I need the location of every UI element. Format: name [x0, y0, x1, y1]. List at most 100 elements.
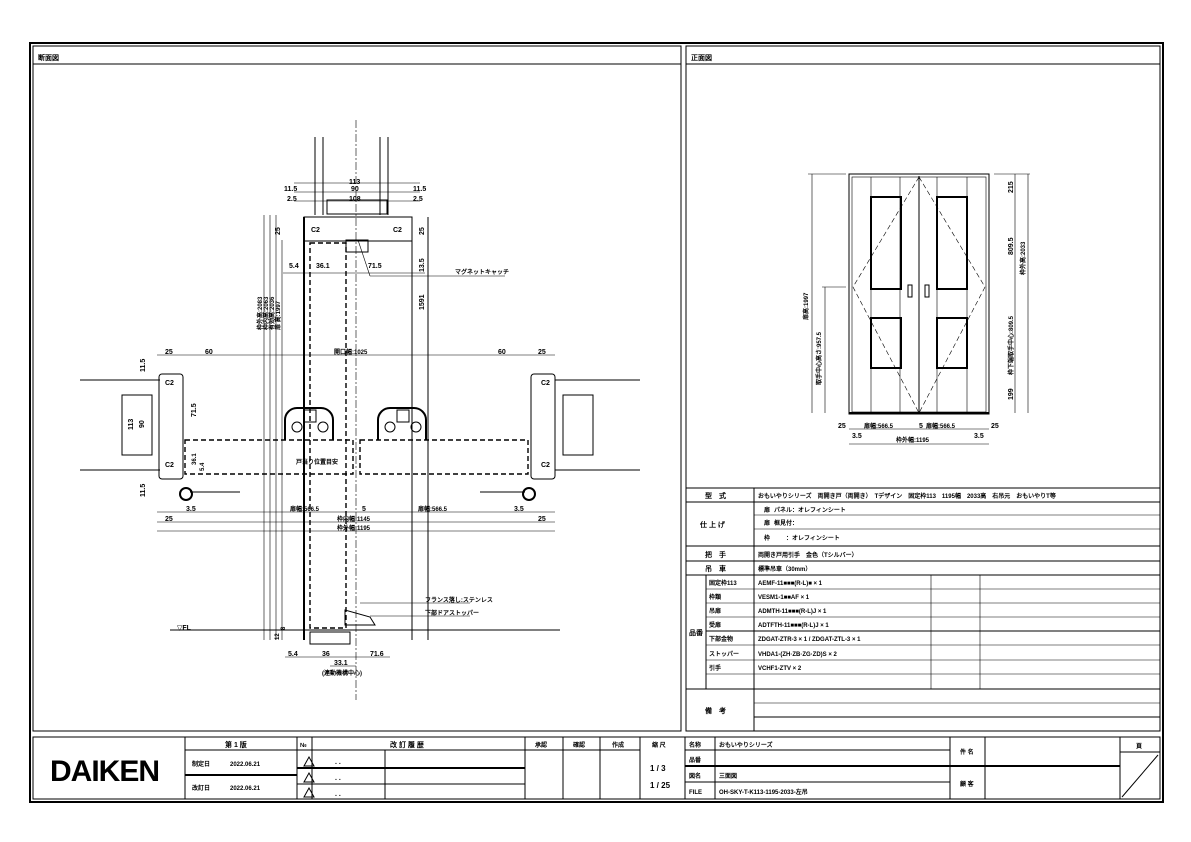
plan-section	[80, 354, 640, 532]
spec-table: 型 式 おもいやりシリーズ 両開き戸（両開き） Tデザイン 固定枠113 119…	[685, 487, 1161, 732]
part-value: AEMF-11■■■(R-L)■ × 1	[758, 581, 823, 587]
revision-header: 改 訂 履 歴	[390, 740, 424, 749]
title-block: DAIKEN 第 1 版 制定日 2022.06.21 改訂日 2022.06.…	[32, 736, 1161, 800]
remarks-label: 備 考	[705, 706, 726, 715]
daiken-logo: DAIKEN	[50, 755, 159, 788]
vertical-section-labels: 113 11.5 90 11.5 2.5 108 2.5 C2 C2 25 25…	[177, 179, 509, 677]
height-label: 枠内高:2063	[262, 296, 270, 330]
drawing-value: 三面図	[719, 772, 737, 780]
file-label: FILE	[689, 790, 702, 796]
chamfer-label: C2	[541, 462, 550, 469]
outer-width-label: 枠外幅:1195	[337, 524, 371, 532]
door-width-right: 扉幅:566.5	[925, 422, 956, 430]
part-value: VCHF1-ZTV × 2	[758, 666, 802, 672]
chamfer-label: C2	[541, 380, 550, 387]
handle-height-label: 取手中心高さ:957.5	[815, 331, 823, 385]
part-key: 枠類	[709, 593, 722, 601]
revision-row: . .	[335, 775, 341, 782]
stopper-note: 下部ドアストッパー	[425, 609, 479, 617]
code-label: 品番	[689, 756, 702, 764]
dim-label: 33.1	[334, 660, 348, 667]
revised-label: 改訂日	[192, 784, 210, 792]
dim-label: 25	[538, 516, 546, 523]
part-value: ADTFTH-11■■■(R-L)J × 1	[758, 623, 829, 629]
file-value: OH-SKY-T-K113-1195-2033-左吊	[719, 788, 808, 796]
dim-label: 25	[991, 423, 999, 430]
chamfer-label: C2	[165, 380, 174, 387]
name-value: おもいやりシリーズ	[719, 741, 773, 749]
type-label: 型 式	[705, 491, 726, 500]
sheet-border	[29, 42, 1164, 803]
dim-label: 11.5	[284, 186, 297, 193]
part-key: 吊扉	[709, 607, 721, 615]
no-label: №	[300, 742, 307, 749]
section-view-panel: 断面図	[32, 45, 682, 732]
scale-value: 1 / 3	[650, 764, 666, 773]
dim-label: 113	[128, 419, 135, 430]
part-key: 引手	[709, 664, 721, 672]
dim-label: 11.5	[140, 484, 147, 497]
chamfer-label: C2	[165, 462, 174, 469]
floor-level-label: ▽FL	[177, 625, 192, 632]
part-key: 受扉	[709, 621, 721, 629]
finish-key: 枠	[764, 534, 770, 542]
dim-label: 199	[1008, 388, 1015, 400]
part-value: ZDGAT-ZTR-3 × 1 / ZDGAT-ZTL-3 × 1	[758, 637, 861, 643]
dim-label: 25	[275, 227, 282, 235]
finish-label: 仕 上 げ	[699, 520, 726, 529]
hanger-value: 標準吊車（30mm）	[758, 565, 811, 573]
dim-label: 25	[165, 516, 173, 523]
type-value: おもいやりシリーズ 両開き戸（両開き） Tデザイン 固定枠113 1195幅 2…	[758, 492, 1056, 500]
part-value: VHDA1-(ZH·ZB·ZG·ZD)S × 2	[758, 652, 837, 658]
dim-label: 113	[349, 179, 360, 186]
hanger-label: 吊 車	[705, 564, 726, 573]
established-date: 2022.06.21	[230, 762, 261, 768]
dim-label: 3.5	[852, 433, 862, 440]
parts-label: 品番	[689, 628, 704, 637]
dim-label: 8	[281, 626, 287, 630]
dim-label: 71.5	[368, 263, 382, 270]
front-view-labels: 扉高:1997 取手中心高さ:957.5 215 809.5 枠外高:2033 …	[802, 181, 1027, 444]
warning-icon	[303, 786, 315, 798]
dim-label: 13.5	[419, 258, 426, 272]
dim-label: 90	[139, 420, 146, 428]
part-value: ADMTH-11■■■(R-L)J × 1	[758, 609, 827, 615]
finish-value: 框見付：	[774, 519, 798, 527]
dim-label: 36.1	[192, 453, 198, 465]
dim-label: 11.5	[413, 186, 426, 193]
name-label: 名称	[689, 741, 701, 749]
established-label: 制定日	[192, 760, 210, 768]
edition-label: 第 1 版	[225, 740, 247, 749]
plan-section-labels: 25 60 開口幅:1025 60 25 11.5 71.5 113 90 11…	[128, 348, 550, 532]
finish-value: パネル：オレフィンシート	[774, 506, 846, 514]
dim-label: 60	[498, 349, 506, 356]
finish-value: ：オレフィンシート	[774, 535, 840, 542]
chamfer-label: C2	[393, 227, 402, 234]
dim-label: 25	[838, 423, 846, 430]
dim-label: 36.1	[316, 263, 330, 270]
door-width-right: 扉幅:566.5	[417, 505, 448, 513]
dim-label: 3.5	[974, 433, 984, 440]
part-key: 下部金物	[709, 635, 733, 643]
door-height-label: 扉高:1997	[802, 292, 810, 321]
dim-label: 5.4	[289, 263, 299, 270]
dim-label: 108	[349, 196, 361, 203]
dim-label: 71.5	[191, 403, 198, 417]
dim-label: 25	[419, 227, 426, 235]
dim-label: 809.5	[1008, 237, 1015, 255]
chamfer-label: C2	[311, 227, 320, 234]
drawing-label: 図名	[689, 772, 701, 780]
dim-label: 5.4	[288, 651, 298, 658]
check-label: 確認	[573, 741, 585, 749]
flush-bolt-note: フランス落し:ステンレス	[425, 596, 493, 604]
warning-icon	[303, 771, 315, 783]
dim-label: 11.5	[140, 359, 147, 372]
scale-label: 縮 尺	[652, 741, 666, 749]
handle-value: 両開き戸用引手 金色（Tシルバー）	[758, 551, 858, 559]
dim-label: 25	[165, 349, 173, 356]
part-key: 固定枠113	[709, 579, 737, 587]
finish-key: 扉	[763, 519, 770, 527]
outer-width-label: 枠外幅:1195	[896, 436, 930, 444]
